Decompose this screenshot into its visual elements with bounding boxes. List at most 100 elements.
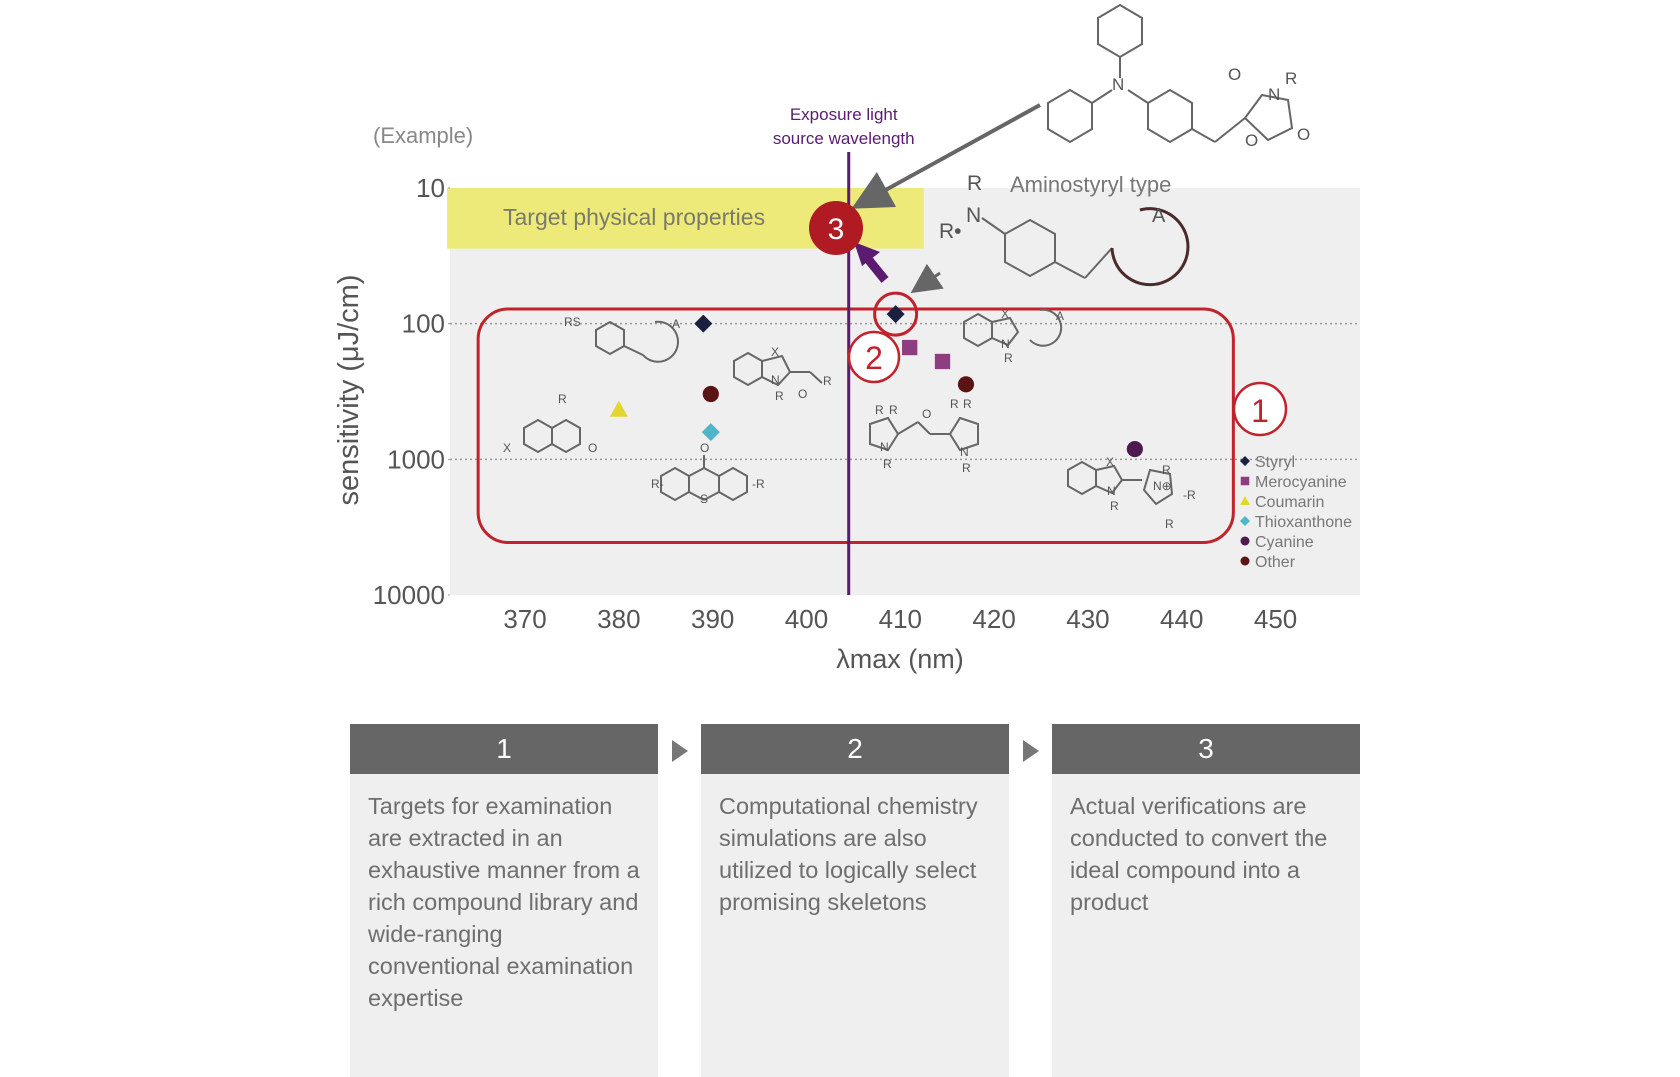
chem-atom-r: R — [963, 397, 972, 411]
chem-bond — [1091, 89, 1113, 104]
chem-atom-a: A — [1152, 205, 1166, 227]
legend-label-other: Other — [1255, 554, 1296, 571]
chem-atom-n-plus: N⊕ — [1153, 479, 1172, 493]
chem-atom-o: O — [588, 441, 597, 455]
chem-atom-n: N — [1112, 75, 1124, 94]
chem-atom-x: X — [503, 441, 511, 455]
exposure-label-line-1: Exposure light — [790, 105, 898, 124]
x-tick-label: 420 — [972, 604, 1015, 634]
legend-marker-coumarin — [1240, 496, 1250, 505]
selection-box — [476, 307, 1235, 544]
chem-atom-n: N — [966, 204, 981, 227]
x-tick-label: 440 — [1160, 604, 1203, 634]
chem-atom-r: R — [962, 461, 971, 475]
purple-arrow — [854, 242, 889, 283]
step-3-number: 3 — [1052, 724, 1360, 774]
chem-atom-r: R — [883, 457, 892, 471]
chem-bond — [1127, 89, 1149, 104]
step-1: 1 Targets for examination are extracted … — [350, 724, 658, 1077]
chem-bond — [703, 491, 720, 501]
chem-ring — [761, 354, 792, 387]
chem-ring — [1047, 88, 1093, 144]
pointer-arrow-small — [910, 263, 944, 294]
chem-ring — [1147, 88, 1193, 144]
data-point-merocyanine — [902, 339, 918, 356]
data-point-styryl — [694, 314, 713, 333]
chem-ring — [1097, 3, 1143, 59]
chem-atom-r: R — [1165, 517, 1174, 531]
chem-atom-o: O — [1297, 125, 1310, 144]
chem-atom-a: A — [672, 317, 680, 331]
legend-marker-cyanine — [1240, 536, 1250, 546]
chem-atom-r: R- — [651, 477, 664, 491]
x-tick-label: 400 — [785, 604, 828, 634]
chem-bond — [917, 421, 931, 435]
chem-arc — [1029, 308, 1063, 347]
step-1-text: Targets for examination are extracted in… — [350, 774, 658, 1077]
aminostyryl-label: Aminostyryl type — [1010, 172, 1171, 197]
x-tick-label: 370 — [503, 604, 546, 634]
chem-bond — [703, 467, 720, 477]
legend: StyrylMerocyanineCoumarinThioxanthoneCya… — [1240, 454, 1352, 571]
chem-atom-r: R• — [939, 220, 962, 243]
x-tick-label: 390 — [691, 604, 734, 634]
chem-atom-n: N — [880, 440, 889, 454]
target-region-label: Target physical properties — [503, 204, 765, 230]
exposure-label-line-2: source wavelength — [773, 129, 915, 148]
chem-atom-r: R — [823, 374, 832, 388]
chem-atom-r: R — [950, 397, 959, 411]
chem-ring — [595, 320, 625, 356]
chem-atom-r: R — [1162, 463, 1171, 477]
chem-atom-x: X — [1106, 455, 1114, 469]
chem-bond — [1054, 261, 1086, 279]
data-point-other — [702, 385, 719, 403]
chem-atom-o: O — [700, 441, 709, 455]
x-tick-label: 410 — [879, 604, 922, 634]
chem-atom-n: N — [1107, 484, 1116, 498]
chem-atom-n: N — [960, 445, 969, 459]
legend-marker-styryl — [1240, 456, 1250, 466]
chem-atom-o: O — [798, 387, 807, 401]
chem-ring — [991, 316, 1020, 347]
step-2-text: Computational chemistry simulations are … — [701, 774, 1009, 1077]
step-2: 2 Computational chemistry simulations ar… — [701, 724, 1009, 1077]
x-tick-label: 380 — [597, 604, 640, 634]
chem-atom-n: N — [1001, 337, 1010, 351]
y-axis-label: sensitivity (μJ/cm) — [333, 275, 365, 506]
chem-bond — [981, 217, 1006, 235]
plot-background — [450, 188, 1360, 595]
chem-arc — [642, 320, 679, 363]
chem-bond — [1084, 247, 1113, 279]
chem-atom-r: R — [967, 172, 982, 195]
y-tick-label: 1000 — [387, 444, 445, 474]
chart: Target physical properties Exposure ligh… — [333, 3, 1360, 674]
marker-3-label: 3 — [828, 213, 845, 246]
chem-atom-x: X — [1001, 307, 1009, 321]
legend-marker-other — [1240, 556, 1250, 566]
marker-1-label: 1 — [1251, 393, 1269, 429]
chem-bond — [688, 491, 705, 501]
chem-atom-r: -R — [1183, 488, 1196, 502]
chem-atom-n: N — [771, 373, 780, 387]
legend-label-merocyanine: Merocyanine — [1255, 474, 1347, 491]
chem-arc — [1110, 207, 1190, 287]
chem-atom-a: A — [1056, 309, 1064, 323]
chem-ring — [1243, 93, 1294, 142]
x-axis-label: λmax (nm) — [836, 644, 964, 674]
chem-ring — [948, 416, 979, 452]
x-tick-label: 430 — [1066, 604, 1109, 634]
chem-atom-n: N — [1268, 85, 1280, 104]
marker-2-label: 2 — [865, 340, 883, 376]
chem-atom-r: R — [889, 403, 898, 417]
example-label: (Example) — [373, 123, 473, 148]
legend-label-coumarin: Coumarin — [1255, 494, 1324, 511]
chem-atom-rs: RS — [564, 315, 581, 329]
legend-label-styryl: Styryl — [1255, 454, 1295, 471]
data-point-thioxanthone — [701, 423, 720, 442]
chem-labels: N O N R O O R N R• A RS A R X O X N R O … — [503, 65, 1310, 531]
y-tick-label: 10000 — [373, 580, 445, 610]
chem-atom-r: R — [1285, 69, 1297, 88]
marker-2: 2 — [847, 330, 901, 384]
